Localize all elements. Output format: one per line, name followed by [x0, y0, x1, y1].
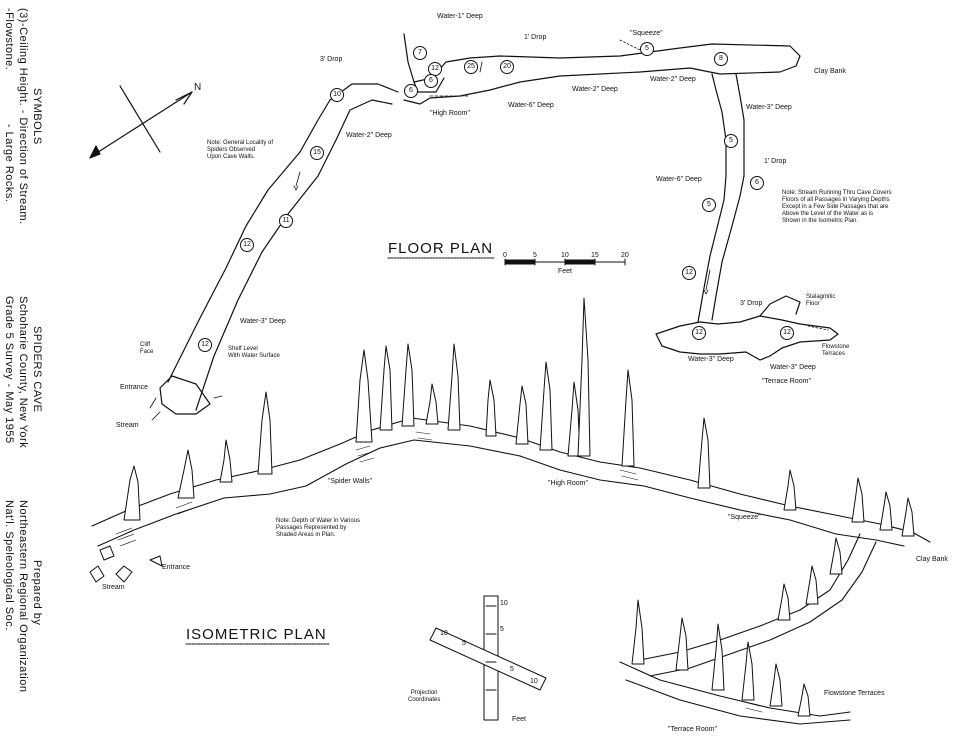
- label-squeeze: "Squeeze": [630, 30, 663, 37]
- ceiling-height-marker: 12: [780, 326, 794, 340]
- projection-coordinates-label: Projection Coordinates: [408, 690, 441, 703]
- note-spiders: Note: General Locality of Spiders Observ…: [207, 140, 274, 160]
- ceiling-height-marker: 12: [240, 238, 254, 252]
- credit-line1: Prepared by: [31, 560, 43, 626]
- legend-title: SYMBOLS: [31, 88, 43, 145]
- ceiling-height-marker: 12: [682, 266, 696, 280]
- label-water-1in: Water-1" Deep: [437, 13, 483, 20]
- ceiling-height-marker: 5: [724, 134, 738, 148]
- scale-tick-5: 5: [533, 252, 537, 259]
- ceiling-height-marker: 6: [404, 84, 418, 98]
- scale-tick-10: 10: [561, 252, 569, 259]
- label-water-2in-b: Water-2" Deep: [650, 76, 696, 83]
- label-stalagmitic-floor: Stalagmitic Floor: [806, 294, 836, 307]
- ceiling-height-marker: 12: [692, 326, 706, 340]
- legend-block: SYMBOLS (3)-Ceiling Height. - Direction …: [2, 8, 44, 268]
- label-water-6in-a: Water-6" Deep: [508, 102, 554, 109]
- floor-plan-title: FLOOR PLAN: [388, 240, 494, 257]
- label-water-2in-c: Water-2" Deep: [346, 132, 392, 139]
- north-arrow: [89, 85, 193, 159]
- iso-label-entrance: Entrance: [162, 564, 191, 571]
- label-drop-3ft-b: 3' Drop: [740, 300, 763, 307]
- cave-info-block: SPIDERS CAVE Schoharie County, New York …: [2, 296, 44, 476]
- note-stream: Note: Stream Running Thru Cave Covers Fl…: [782, 190, 892, 224]
- credit-line3: Nat'l. Speleological Soc.: [3, 500, 15, 631]
- label-high-room: "High Room": [430, 110, 470, 117]
- ceiling-height-marker: 8: [714, 52, 728, 66]
- label-water-3in-d: Water-3" Deep: [240, 318, 286, 325]
- legend-ceiling: (3)-Ceiling Height. - Direction of Strea…: [17, 8, 29, 225]
- north-label: N: [194, 82, 202, 93]
- credit-block: Prepared by Northeastern Regional Organi…: [2, 500, 44, 720]
- scale-bar: [504, 258, 626, 266]
- label-water-2in-a: Water-2" Deep: [572, 86, 618, 93]
- label-entrance: Entrance: [120, 384, 149, 391]
- label-drop-1ft-b: 1' Drop: [764, 158, 787, 165]
- iso-water-shading: [115, 431, 763, 713]
- ceiling-height-marker: 7: [413, 46, 427, 60]
- scale-tick-0: 0: [503, 252, 507, 259]
- iso-label-squeeze: "Squeeze": [728, 514, 761, 521]
- ceiling-height-marker: 6: [424, 74, 438, 88]
- ceiling-height-marker: 6: [750, 176, 764, 190]
- isometric-passages: [91, 417, 931, 725]
- iso-label-flowstone-terraces: Flowstone Terraces: [824, 690, 885, 697]
- cave-name: SPIDERS CAVE: [31, 326, 43, 413]
- label-flowstone-terraces: Flowstone Terraces: [822, 344, 850, 357]
- label-drop-3ft-a: 3' Drop: [320, 56, 343, 63]
- iso-label-clay-bank: Clay Bank: [916, 556, 948, 563]
- projection-tick: 10: [530, 678, 538, 685]
- scale-tick-20: 20: [621, 252, 629, 259]
- label-cliff-face: Cliff Face: [140, 342, 154, 355]
- projection-tick: 5: [500, 626, 504, 633]
- label-clay-bank: Clay Bank: [814, 68, 846, 75]
- iso-label-spider-walls: "Spider Walls": [328, 478, 372, 485]
- ceiling-height-marker: 5: [640, 42, 654, 56]
- projection-tick: 10: [500, 600, 508, 607]
- iso-columns: [123, 297, 915, 717]
- legend-flowstone: -Flowstone. - Large Rocks.: [3, 8, 15, 203]
- scale-unit: Feet: [558, 268, 573, 275]
- iso-label-terrace-room: "Terrace Room": [668, 726, 717, 733]
- label-water-6in-b: Water-6" Deep: [656, 176, 702, 183]
- iso-label-stream: Stream: [102, 584, 125, 591]
- ceiling-height-marker: 5: [702, 198, 716, 212]
- projection-tick: 10: [440, 630, 448, 637]
- floor-plan-passages: [159, 33, 839, 415]
- ceiling-height-marker: 12: [198, 338, 212, 352]
- label-terrace-room: "Terrace Room": [762, 378, 811, 385]
- projection-feet-label: Feet: [512, 716, 527, 723]
- iso-label-high-room: "High Room": [548, 480, 588, 487]
- floor-plan-details: [149, 39, 829, 421]
- ceiling-height-marker: 10: [330, 88, 344, 102]
- cave-location: Schoharie County, New York: [17, 296, 29, 449]
- iso-note-depth: Note: Depth of Water in Various Passages…: [276, 518, 361, 538]
- ceiling-height-marker: 25: [464, 60, 478, 74]
- label-water-3in-c: Water-3" Deep: [770, 364, 816, 371]
- ceiling-height-marker: 20: [500, 60, 514, 74]
- label-water-3in-a: Water-3" Deep: [746, 104, 792, 111]
- iso-entrance-rocks: [89, 545, 163, 583]
- survey-info: Grade 5 Survey - May 1955: [3, 296, 15, 444]
- label-shelf-level: Shelf Level With Water Surface: [228, 346, 280, 359]
- credit-line2: Northeastern Regional Organization: [17, 500, 29, 693]
- projection-coordinates: [429, 595, 547, 721]
- label-drop-1ft-a: 1' Drop: [524, 34, 547, 41]
- isometric-plan-title: ISOMETRIC PLAN: [186, 626, 327, 643]
- scale-tick-15: 15: [591, 252, 599, 259]
- projection-tick: 5: [462, 640, 466, 647]
- label-stream: Stream: [116, 422, 139, 429]
- projection-tick: 5: [510, 666, 514, 673]
- ceiling-height-marker: 11: [279, 214, 293, 228]
- ceiling-height-marker: 15: [310, 146, 324, 160]
- label-water-3in-b: Water-3" Deep: [688, 356, 734, 363]
